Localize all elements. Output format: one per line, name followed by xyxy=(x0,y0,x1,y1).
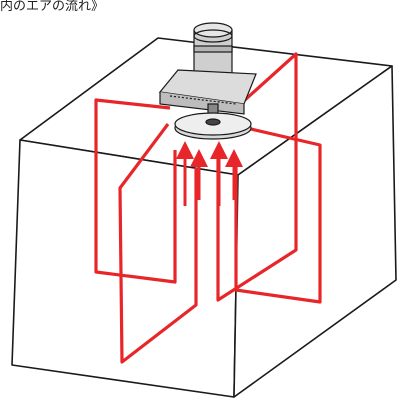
airflow-loop-front-left xyxy=(118,123,198,364)
airflow-loop-back-right xyxy=(216,52,298,302)
airflow-loops xyxy=(94,52,322,364)
airflow-loop-back-left xyxy=(94,98,177,284)
room-right-face xyxy=(233,65,397,398)
airflow-loop-front-right xyxy=(234,124,322,304)
diagram-caption: 内のエアの流れ》 xyxy=(0,0,105,14)
ceiling-fan-unit-icon xyxy=(158,22,257,140)
airflow-arrows xyxy=(176,141,243,206)
